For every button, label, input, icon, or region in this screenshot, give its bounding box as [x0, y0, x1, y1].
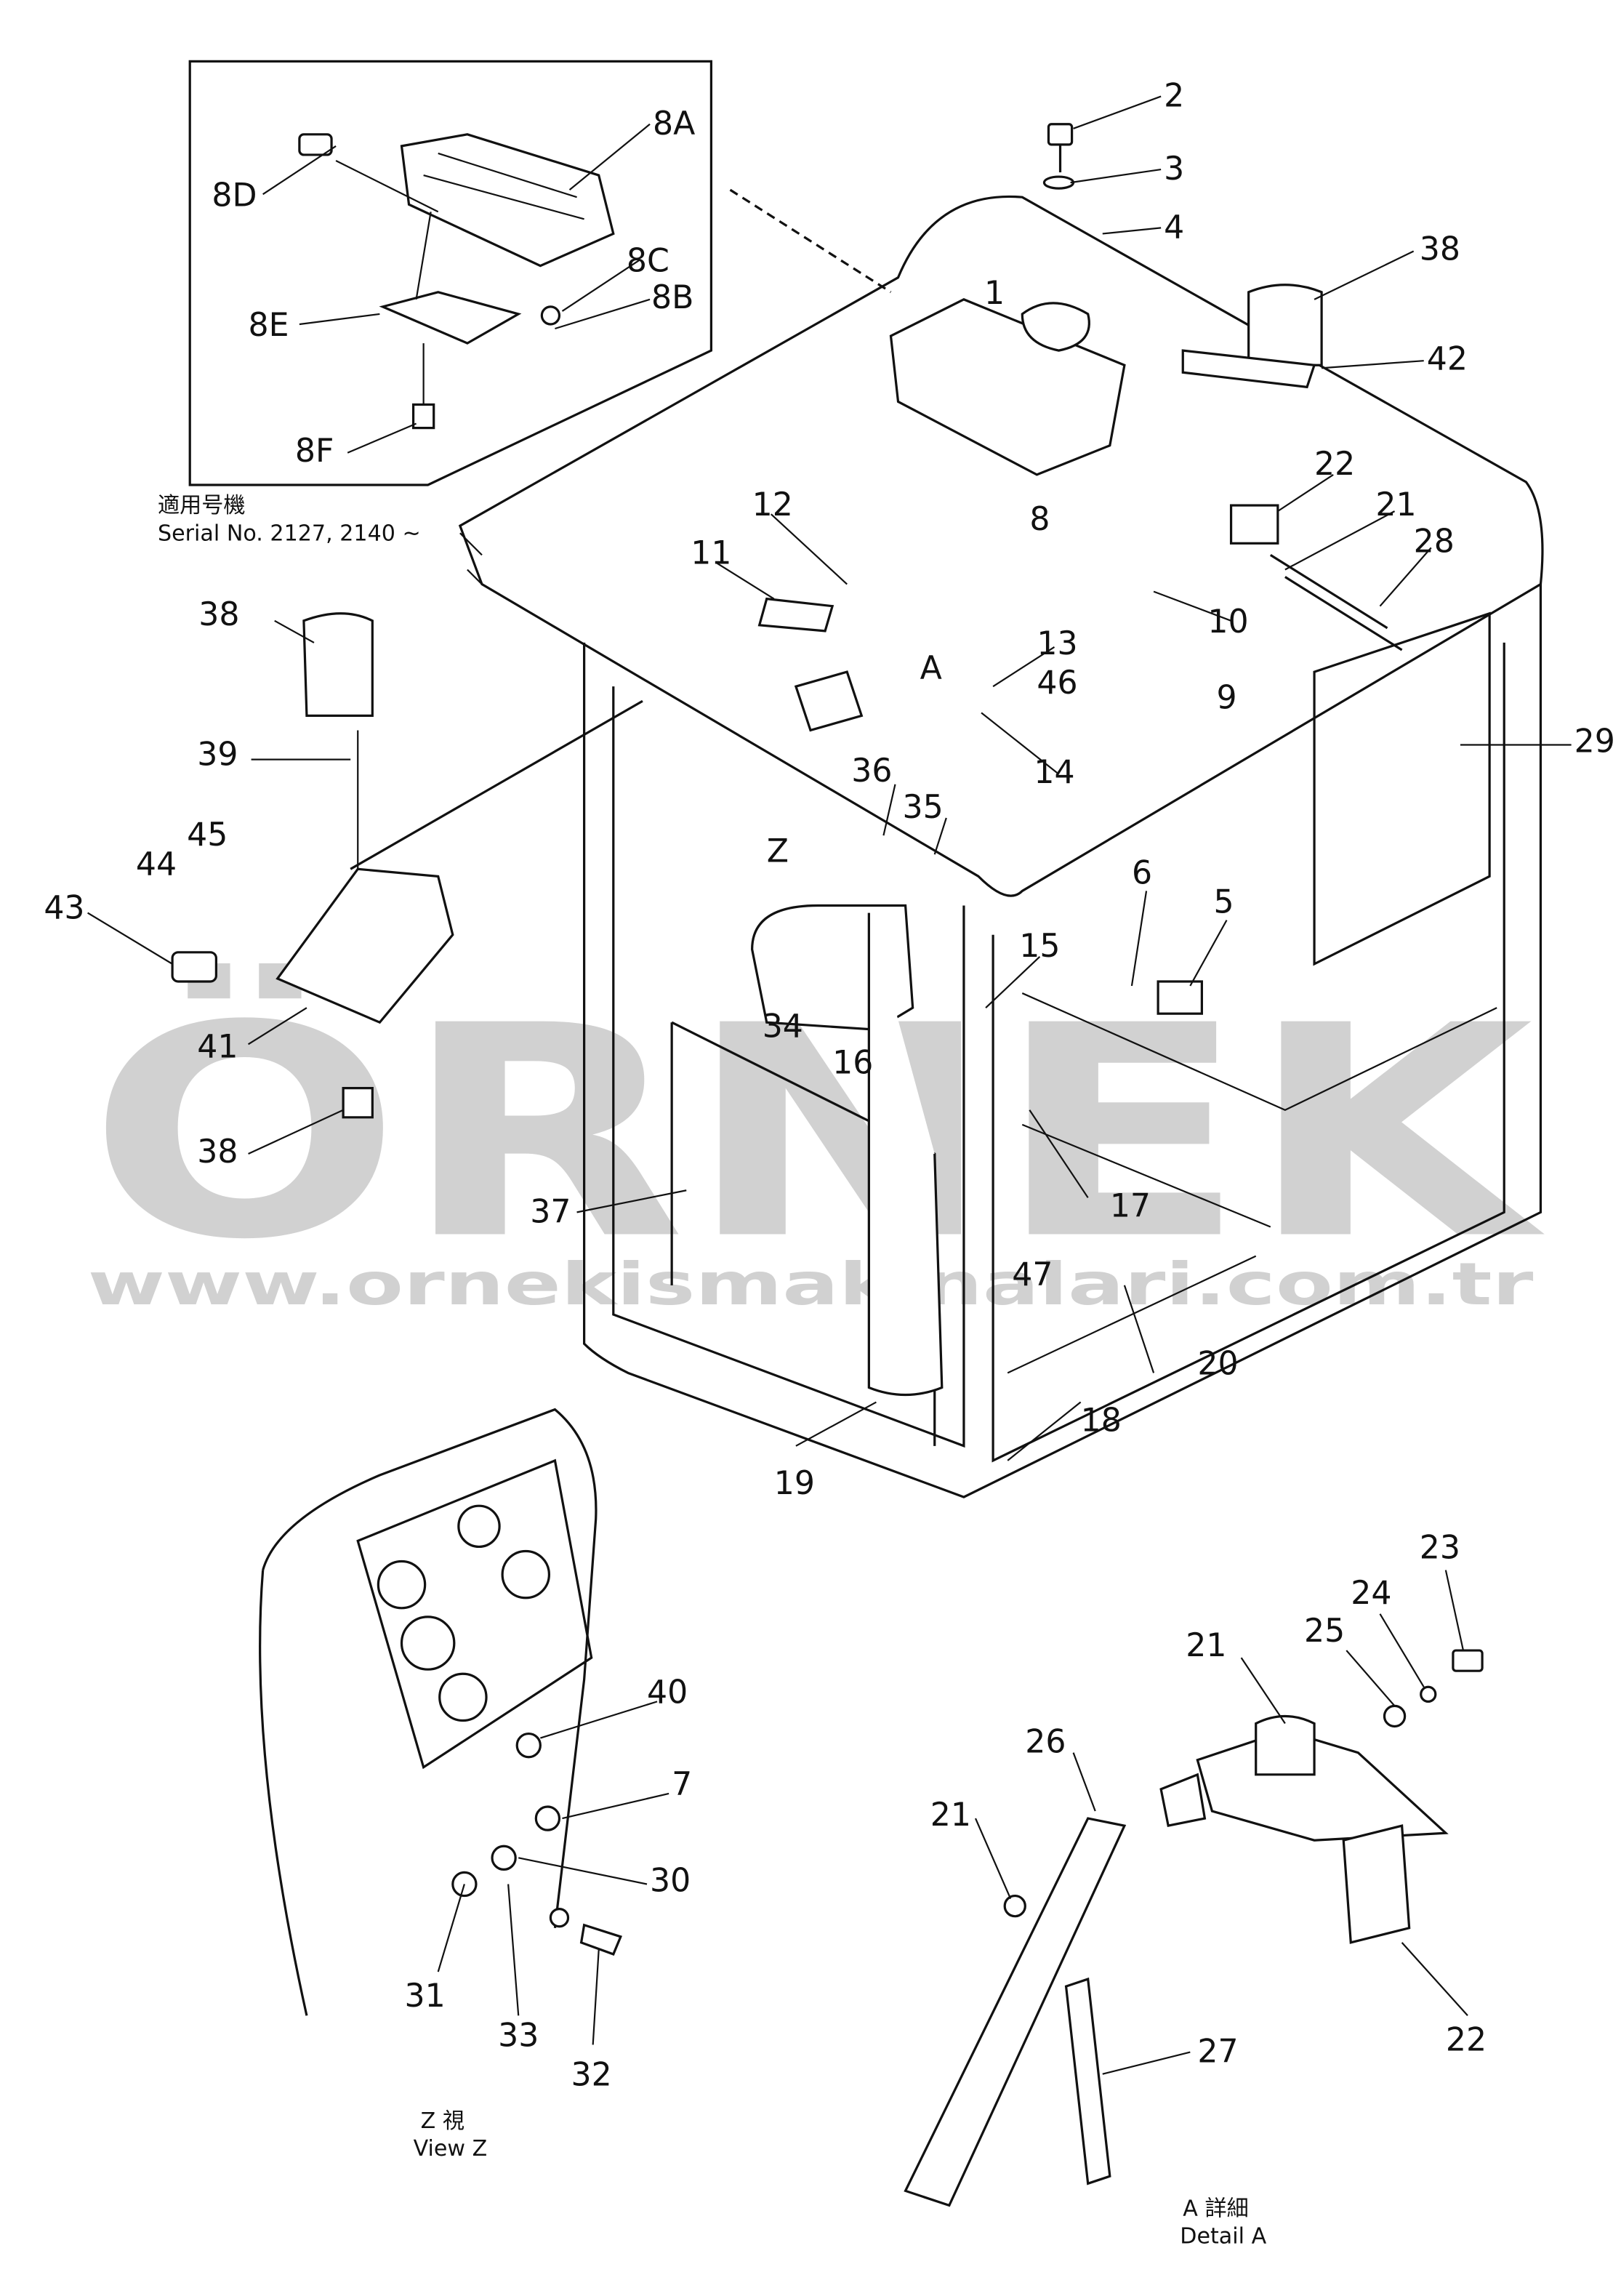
callout-22: 22 — [1314, 446, 1355, 483]
callout-41: 41 — [197, 1028, 238, 1065]
callout-10: 10 — [1207, 603, 1248, 641]
callout-16: 16 — [832, 1045, 873, 1082]
detail-a-wiper — [904, 1649, 1484, 2207]
callout-8D: 8D — [212, 177, 257, 214]
callout-1: 1 — [984, 275, 1005, 312]
callout-9: 9 — [1216, 679, 1236, 716]
callout-44: 44 — [136, 846, 177, 883]
callout-8B: 8B — [651, 279, 693, 316]
captions: 適用号機 Serial No. 2127, 2140 ~ Z 視 View Z … — [158, 493, 1267, 2249]
callout-27: 27 — [1197, 2034, 1238, 2071]
callout-labels: 2 3 4 38 42 1 22 21 28 8 12 11 10 13 46 … — [44, 78, 1615, 2094]
detail-a-caption: Detail A — [1180, 2224, 1266, 2249]
beacon-38 — [1247, 284, 1323, 366]
view-z-panel — [259, 1408, 622, 2016]
callout-2: 2 — [1164, 78, 1184, 115]
callout-5: 5 — [1213, 884, 1234, 921]
callout-38-left: 38 — [198, 596, 239, 633]
callout-33: 33 — [498, 2017, 539, 2054]
callout-30: 30 — [650, 1863, 691, 1900]
callout-38-lower: 38 — [197, 1133, 238, 1171]
inset-caption-serial: Serial No. 2127, 2140 ~ — [158, 521, 421, 546]
view-z-caption-jp: Z 視 — [421, 2108, 464, 2134]
view-marker-z: Z — [767, 832, 789, 870]
beacon-38-left — [302, 612, 374, 717]
callout-29: 29 — [1574, 723, 1615, 760]
inset-serial-variant — [188, 60, 713, 486]
detail-a-caption-jp: A 詳細 — [1183, 2196, 1248, 2222]
callout-47: 47 — [1012, 1256, 1053, 1293]
callout-21-detail: 21 — [1186, 1627, 1226, 1664]
callout-39: 39 — [197, 736, 238, 774]
callout-3: 3 — [1164, 150, 1184, 188]
callout-18: 18 — [1081, 1402, 1122, 1440]
callout-23: 23 — [1420, 1530, 1460, 1567]
bracket-41 — [275, 867, 454, 1024]
callout-34: 34 — [763, 1008, 803, 1045]
inset-caption-jp: 適用号機 — [158, 493, 246, 518]
callout-40: 40 — [647, 1674, 688, 1711]
callout-4: 4 — [1164, 209, 1184, 246]
callout-13: 13 — [1037, 625, 1077, 662]
callout-37: 37 — [530, 1193, 571, 1230]
callout-35: 35 — [903, 789, 944, 826]
cab-parts — [171, 123, 1403, 1397]
callout-25: 25 — [1304, 1613, 1345, 1650]
view-marker-a: A — [920, 650, 942, 687]
callout-8F: 8F — [295, 433, 334, 470]
callout-8A: 8A — [653, 105, 695, 143]
view-z-caption: View Z — [414, 2136, 488, 2161]
callout-32: 32 — [571, 2057, 612, 2094]
callout-45: 45 — [187, 816, 228, 854]
callout-12: 12 — [752, 486, 793, 523]
leader-lines — [87, 95, 1572, 2075]
callout-22-bracket: 22 — [1446, 2022, 1487, 2059]
callout-21-arm: 21 — [930, 1797, 971, 1834]
callout-36: 36 — [851, 752, 892, 790]
callout-38: 38 — [1420, 231, 1460, 268]
callout-7: 7 — [672, 1766, 692, 1803]
callout-28: 28 — [1414, 523, 1455, 560]
callout-11: 11 — [691, 534, 731, 571]
callout-19: 19 — [774, 1465, 815, 1502]
callout-24: 24 — [1351, 1575, 1391, 1612]
callout-31: 31 — [405, 1978, 446, 2015]
callout-46: 46 — [1037, 665, 1077, 702]
callout-26: 26 — [1025, 1724, 1066, 1761]
callout-8E: 8E — [249, 307, 289, 344]
callout-6: 6 — [1132, 854, 1152, 891]
callout-43: 43 — [44, 890, 84, 927]
callout-15: 15 — [1019, 928, 1060, 965]
callout-42: 42 — [1427, 340, 1468, 377]
callout-8: 8 — [1029, 501, 1050, 538]
callout-17: 17 — [1110, 1187, 1151, 1224]
callout-8C: 8C — [627, 243, 669, 280]
callout-20: 20 — [1197, 1345, 1238, 1382]
watermark-url: www.ornekismakinalari.com.tr — [88, 1250, 1534, 1318]
